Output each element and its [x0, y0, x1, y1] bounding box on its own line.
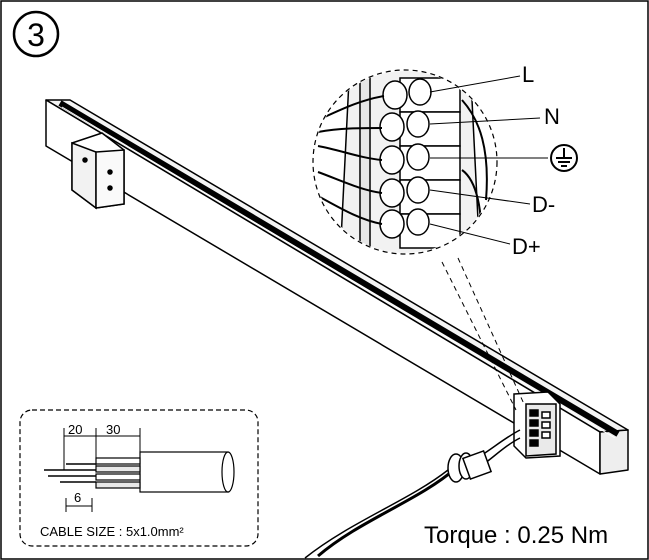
torque-spec: Torque : 0.25 Nm: [424, 522, 608, 549]
supply-cable: [304, 429, 521, 559]
left-junction-box: [71, 132, 125, 210]
terminal-label-n: N: [544, 104, 560, 129]
luminaire-bar: [45, 99, 629, 475]
step-badge: 3: [12, 10, 60, 58]
label-leaders: [429, 75, 548, 245]
terminal-label-d-plus: D+: [512, 234, 541, 259]
zoom-circle: [312, 69, 498, 255]
step-number: 3: [27, 17, 45, 53]
dim-sheath-length: 30: [106, 422, 120, 437]
zoom-leader-lines: [441, 257, 525, 411]
dim-stripped-length: 20: [68, 422, 82, 437]
right-terminal-box: [513, 391, 561, 459]
cable-size-caption: CABLE SIZE : 5x1.0mm²: [40, 524, 184, 539]
dim-bare-conductor: 6: [74, 490, 81, 505]
terminal-label-l: L: [522, 62, 534, 87]
ground-icon: [550, 144, 578, 172]
cable-inset: 20 30 6 CABLE SIZE : 5x1.0mm²: [19, 409, 259, 547]
wire-entries: [379, 78, 432, 239]
terminal-label-d-minus: D-: [532, 192, 555, 217]
incoming-wires: [317, 95, 488, 251]
